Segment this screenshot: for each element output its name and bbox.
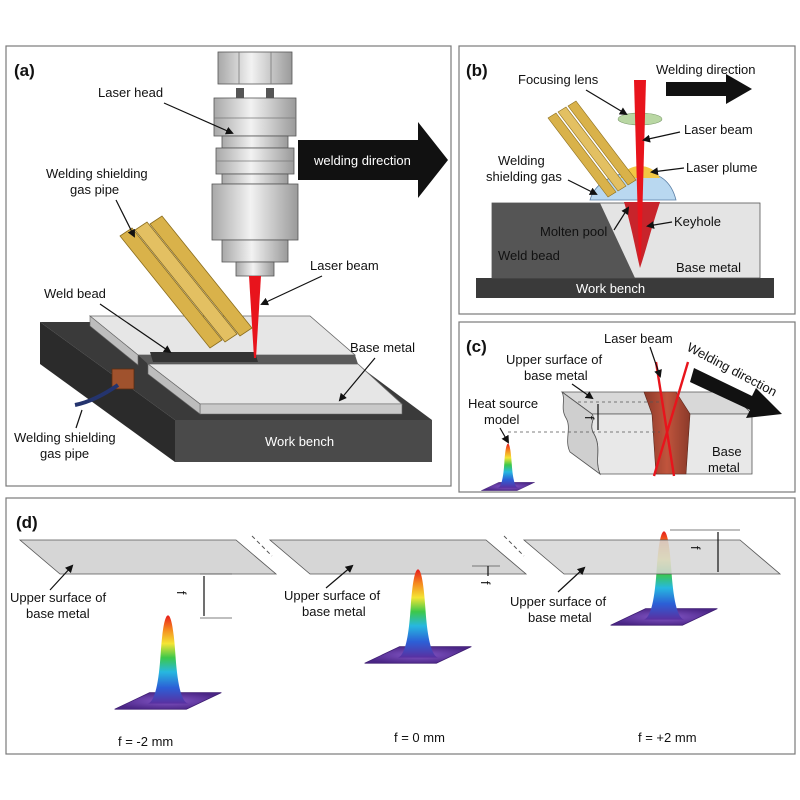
base-metal-label-b: Base metal	[676, 260, 741, 275]
upper-surface-plate-1	[18, 539, 278, 575]
weld-bead-a	[150, 352, 258, 362]
case-3-plus2: f Upper surface of base metal f = +2 mm	[510, 529, 782, 745]
panel-a-frame	[5, 45, 452, 487]
focusing-lens-label: Focusing lens	[518, 72, 599, 87]
f-symbol-2: f	[478, 581, 492, 585]
upper-surface-plate-2	[268, 539, 528, 575]
laser-head	[211, 51, 299, 277]
welding-direction-label-b: Welding direction	[656, 62, 755, 77]
keyhole-leader	[646, 221, 673, 229]
laser-beam-label-b: Laser beam	[684, 122, 753, 137]
shield-gas-pipe-leader	[115, 199, 135, 238]
bottom-gas-block	[74, 368, 135, 407]
upper-surface-label-3-line1: Upper surface of	[510, 594, 606, 609]
bottom-gas-pipe-label-line1: Welding shielding	[14, 430, 116, 445]
laser-beam-leader-c	[649, 346, 662, 378]
panel-a-tag: (a)	[14, 61, 35, 80]
shield-gas-pipes-a	[119, 215, 253, 349]
upper-surface-leader-2	[325, 564, 354, 589]
laser-beam-a	[249, 276, 261, 358]
bottom-gas-pipe-leader	[75, 409, 83, 429]
keyhole-label: Keyhole	[674, 214, 721, 229]
laser-plume-leader	[650, 167, 685, 176]
gaussian-2	[364, 568, 472, 664]
welding-direction-label-a: welding direction	[313, 153, 411, 168]
separator-2	[503, 535, 525, 557]
panel-c-frame	[458, 321, 796, 493]
shield-gas-pipe-label-line1: Welding shielding	[46, 166, 148, 181]
shield-gas-pipes-b	[547, 100, 637, 198]
welding-direction-arrow-a	[298, 122, 448, 198]
heat-source-model-c	[481, 443, 535, 491]
upper-surface-label-1-line2: base metal	[26, 606, 90, 621]
focusing-lens-leader	[585, 89, 628, 116]
upper-surface-plate-3	[522, 539, 782, 575]
laser-head-label: Laser head	[98, 85, 163, 100]
panel-c-tag: (c)	[466, 337, 487, 356]
base-metal-label-c-line2: metal	[708, 460, 740, 475]
laser-beam-leader-a	[260, 275, 323, 306]
heat-source-label-line2: model	[484, 412, 520, 427]
base-metal-b	[491, 202, 761, 279]
panel-d-frame	[5, 497, 796, 755]
welding-direction-arrow-c	[690, 368, 782, 418]
upper-surface-label-c-line2: base metal	[524, 368, 588, 383]
keyhole-b	[624, 202, 660, 268]
f-symbol-1: f	[174, 591, 188, 595]
f-symbol-c: f	[582, 416, 596, 420]
welding-direction-arrow-b	[666, 74, 752, 104]
shield-gas-label-line2-b: shielding gas	[486, 169, 562, 184]
case-1-minus2: f Upper surface of base metal f = -2 mm	[10, 539, 278, 749]
heat-source-leader	[499, 427, 509, 444]
shield-gas-label-line1-b: Welding	[498, 153, 545, 168]
shield-gas-pipe-label-line2: gas pipe	[70, 182, 119, 197]
gaussian-1	[114, 614, 222, 710]
upper-surface-leader-3	[557, 566, 586, 593]
molten-pool-label: Molten pool	[540, 224, 607, 239]
work-bench-label-b: Work bench	[576, 281, 645, 296]
panel-b-frame	[458, 45, 796, 315]
laser-beam-label-a: Laser beam	[310, 258, 379, 273]
separator-1	[251, 535, 273, 557]
case-1-label: f = -2 mm	[118, 734, 173, 749]
work-bench-label-a: Work bench	[265, 434, 334, 449]
laser-beam-c-1	[654, 361, 676, 477]
weld-bead-label-b: Weld bead	[498, 248, 560, 263]
laser-beam-c-2	[652, 361, 690, 477]
case-3-label: f = +2 mm	[638, 730, 697, 745]
laser-beam-leader-b	[642, 131, 681, 143]
work-bench-b	[476, 278, 774, 298]
panel-b-tag: (b)	[466, 61, 488, 80]
f-symbol-3: f	[688, 546, 702, 550]
upper-surface-leader-c	[571, 383, 594, 400]
upper-surface-label-2-line2: base metal	[302, 604, 366, 619]
laser-plume-label: Laser plume	[686, 160, 758, 175]
bottom-gas-pipe-label-line2: gas pipe	[40, 446, 89, 461]
base-metal-label-c-line1: Base	[712, 444, 742, 459]
molten-pool-leader	[613, 206, 630, 231]
base-metal-leader-a	[338, 357, 376, 402]
case-2-zero: f Upper surface of base metal f = 0 mm	[268, 539, 528, 745]
upper-surface-label-2-line1: Upper surface of	[284, 588, 380, 603]
shield-gas-leader-b	[567, 179, 598, 195]
upper-surface-label-c-line1: Upper surface of	[506, 352, 602, 367]
weld-bead-label-a: Weld bead	[44, 286, 106, 301]
weld-bead-leader-a	[99, 303, 172, 354]
laser-beam-label-c: Laser beam	[604, 331, 673, 346]
upper-surface-leader-1	[49, 564, 74, 591]
case-2-label: f = 0 mm	[394, 730, 445, 745]
laser-head-leader	[163, 102, 234, 135]
heat-source-label-line1: Heat source	[468, 396, 538, 411]
panel-d-tag: (d)	[16, 513, 38, 532]
base-metal-label-a: Base metal	[350, 340, 415, 355]
laser-beam-b	[634, 80, 646, 260]
upper-surface-label-3-line2: base metal	[528, 610, 592, 625]
upper-surface-label-1-line1: Upper surface of	[10, 590, 106, 605]
